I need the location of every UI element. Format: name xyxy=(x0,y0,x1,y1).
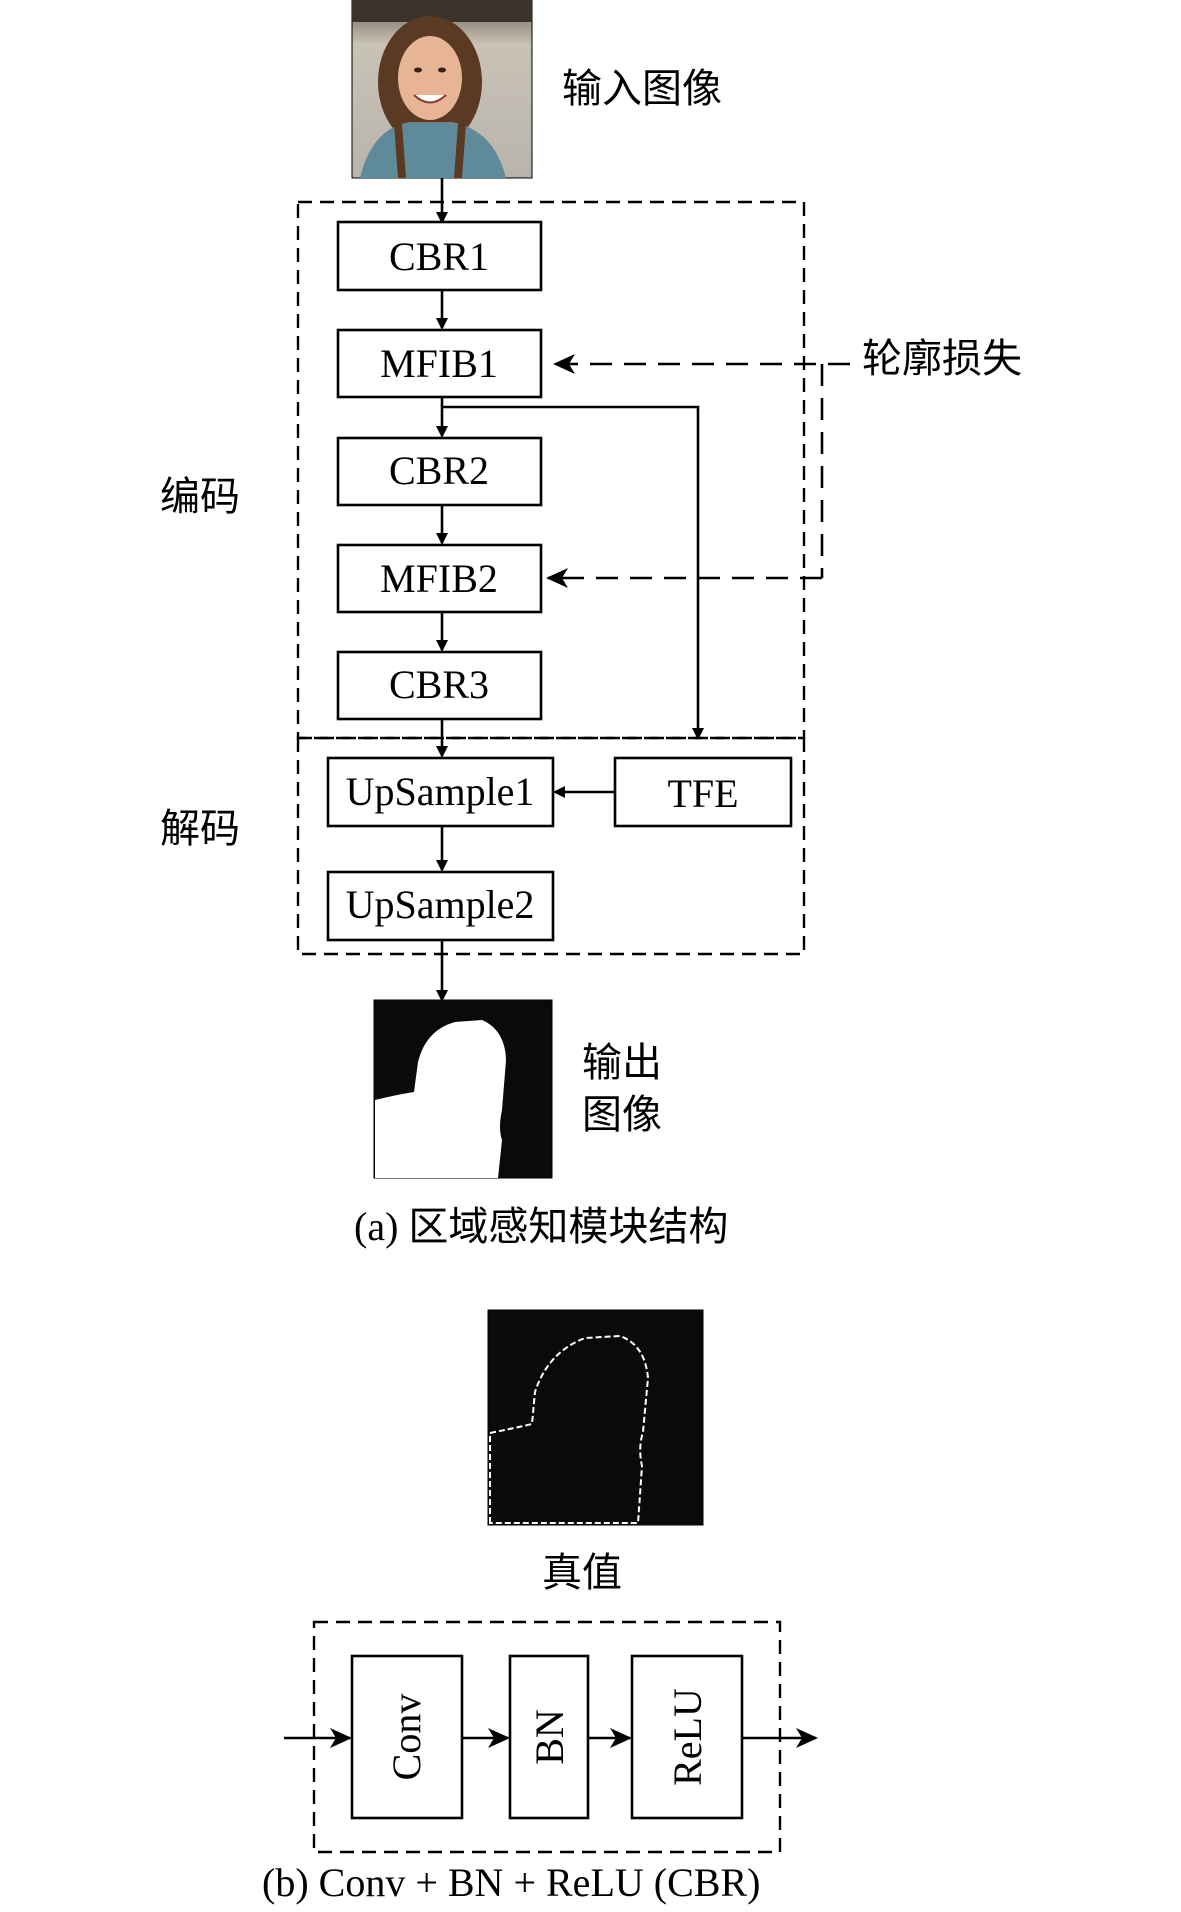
block-cbr3: CBR3 xyxy=(336,650,543,721)
block-mfib1: MFIB1 xyxy=(336,328,543,399)
input-image-label: 输入图像 xyxy=(562,66,722,112)
decoder-label: 解码 xyxy=(160,806,240,852)
block-cbr2-label: CBR2 xyxy=(389,448,489,493)
block-conv-label: Conv xyxy=(384,1694,429,1781)
output-mask-image xyxy=(373,999,553,1179)
block-cbr2: CBR2 xyxy=(336,436,543,507)
block-upsample1-label: UpSample1 xyxy=(346,769,535,814)
block-upsample1: UpSample1 xyxy=(326,756,555,828)
caption-b: (b) Conv + BN + ReLU (CBR) xyxy=(262,1860,760,1905)
block-relu: ReLU xyxy=(630,1654,744,1820)
input-image xyxy=(351,0,533,179)
encoder-label: 编码 xyxy=(160,474,240,520)
ground-truth-image xyxy=(487,1309,704,1526)
block-cbr1: CBR1 xyxy=(336,220,543,292)
encoder-region xyxy=(296,200,806,740)
block-tfe-label: TFE xyxy=(667,771,738,816)
output-image-label-line2: 图像 xyxy=(582,1092,662,1138)
decoder-region xyxy=(296,736,806,956)
block-upsample2: UpSample2 xyxy=(326,870,555,942)
ground-truth-label: 真值 xyxy=(542,1550,622,1596)
block-cbr3-label: CBR3 xyxy=(389,662,489,707)
block-mfib1-label: MFIB1 xyxy=(380,341,498,386)
block-tfe: TFE xyxy=(613,756,793,828)
caption-a: (a) 区域感知模块结构 xyxy=(354,1204,728,1249)
block-conv: Conv xyxy=(350,1654,464,1820)
block-bn: BN xyxy=(508,1654,590,1820)
block-relu-label: ReLU xyxy=(665,1688,710,1786)
block-bn-label: BN xyxy=(527,1709,572,1765)
arrow-mfib1-to-tfe xyxy=(442,405,704,740)
block-mfib2: MFIB2 xyxy=(336,543,543,614)
output-image-label-line1: 输出 xyxy=(582,1040,662,1086)
block-upsample2-label: UpSample2 xyxy=(346,882,535,927)
block-cbr1-label: CBR1 xyxy=(389,234,489,279)
block-mfib2-label: MFIB2 xyxy=(380,556,498,601)
contour-loss-label: 轮廓损失 xyxy=(862,336,1022,382)
